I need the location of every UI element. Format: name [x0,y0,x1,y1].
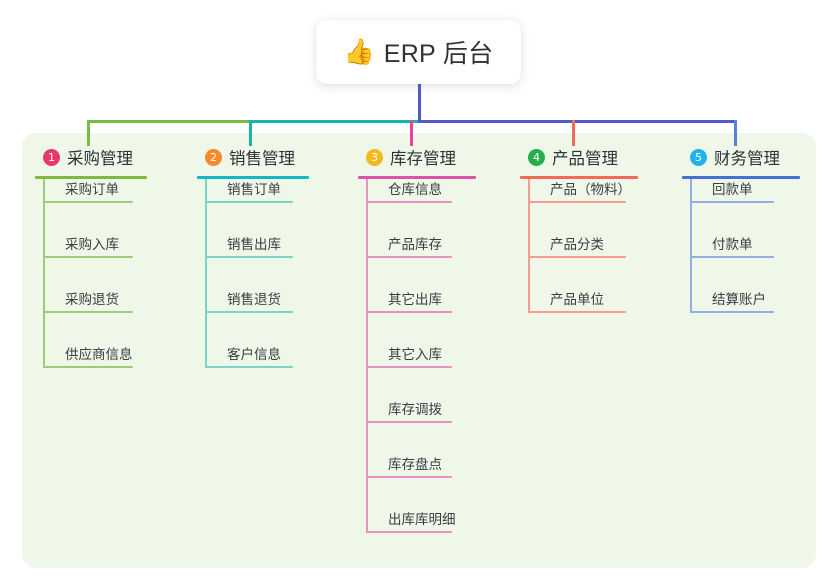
branch-column-1: 1 采购管理采购订单采购入库采购退货供应商信息 [35,146,147,368]
leaf-label: 回款单 [712,182,753,197]
branch-underline [358,176,476,179]
leaf-underline [366,366,452,368]
branch-column-3: 3 库存管理仓库信息产品库存其它出库其它入库库存调拨库存盘点出库库明细 [358,146,476,533]
leaf-underline [690,256,774,258]
leaf-underline [43,311,133,313]
leaf-underline [366,531,452,533]
leaf-label: 产品单位 [550,292,604,307]
root-node-content: 👍 ERP 后台 [344,34,494,70]
leaf-label: 产品（物料） [550,182,631,197]
leaf-underline [205,311,293,313]
root-node-title: ERP 后台 [383,40,494,68]
branch-title: 库存管理 [390,150,456,168]
leaf-label: 结算账户 [712,292,766,307]
branch-underline [35,176,147,179]
bus-segment-teal [249,120,421,123]
branch-drop-4 [572,120,575,146]
branch-title: 采购管理 [67,150,133,168]
leaf-underline [205,366,293,368]
branch-drop-5 [734,120,737,146]
leaf-label: 付款单 [712,237,753,252]
branch-title: 财务管理 [714,150,780,168]
bus-segment-purple [418,120,737,123]
branch-title: 销售管理 [229,150,295,168]
bus-segment-green [87,120,252,123]
leaf-label: 其它出库 [388,292,442,307]
branch-header-5[interactable]: 5 财务管理 [682,146,780,168]
leaf-underline [366,311,452,313]
leaf-label: 供应商信息 [65,347,133,362]
branch-underline [520,176,638,179]
branch-drop-2 [249,120,252,146]
leaf-underline [366,256,452,258]
branch-drop-3 [410,120,413,146]
leaf-label: 库存盘点 [388,457,442,472]
branch-header-1[interactable]: 1 采购管理 [35,146,133,168]
thumbs-up-icon: 👍 [343,37,375,66]
branch-drop-1 [87,120,90,146]
branch-column-5: 5 财务管理回款单付款单结算账户 [682,146,800,313]
branch-header-2[interactable]: 2 销售管理 [197,146,295,168]
branch-spine [528,179,530,313]
leaf-label: 销售订单 [227,182,281,197]
branch-number-badge: 5 [690,148,707,166]
leaf-underline [528,201,626,203]
branch-spine [43,179,45,368]
branch-column-4: 4 产品管理产品（物料） 产品分类产品单位 [520,146,638,313]
leaf-label: 库存调拨 [388,402,442,417]
branch-spine [366,179,368,533]
branch-number-badge: 1 [43,148,60,166]
leaf-label: 采购退货 [65,292,119,307]
leaf-underline [366,201,452,203]
branch-header-3[interactable]: 3 库存管理 [358,146,456,168]
leaf-label: 采购订单 [65,182,119,197]
branch-number-badge: 2 [205,148,222,166]
leaf-underline [43,366,133,368]
branch-spine [205,179,207,368]
branch-underline [682,176,800,179]
leaf-underline [528,256,626,258]
leaf-label: 仓库信息 [388,182,442,197]
leaf-underline [205,201,293,203]
leaf-label: 出库库明细 [388,512,456,527]
leaf-label: 销售出库 [227,237,281,252]
leaf-underline [366,421,452,423]
diagram-panel [22,133,816,568]
leaf-label: 销售退货 [227,292,281,307]
leaf-label: 其它入库 [388,347,442,362]
leaf-underline [205,256,293,258]
leaf-underline [43,256,133,258]
branch-header-4[interactable]: 4 产品管理 [520,146,618,168]
branch-number-badge: 3 [366,148,383,166]
branch-spine [690,179,692,313]
leaf-underline [528,311,626,313]
branch-number-badge: 4 [528,148,545,166]
branch-title: 产品管理 [552,150,618,168]
leaf-label: 采购入库 [65,237,119,252]
branch-underline [197,176,309,179]
leaf-underline [366,476,452,478]
root-stem [418,84,421,123]
leaf-underline [43,201,133,203]
branch-column-2: 2 销售管理销售订单销售出库销售退货客户信息 [197,146,309,368]
root-node-card[interactable]: 👍 ERP 后台 [316,20,521,84]
leaf-label: 客户信息 [227,347,281,362]
leaf-label: 产品库存 [388,237,442,252]
leaf-label: 产品分类 [550,237,604,252]
leaf-underline [690,311,774,313]
leaf-underline [690,201,774,203]
